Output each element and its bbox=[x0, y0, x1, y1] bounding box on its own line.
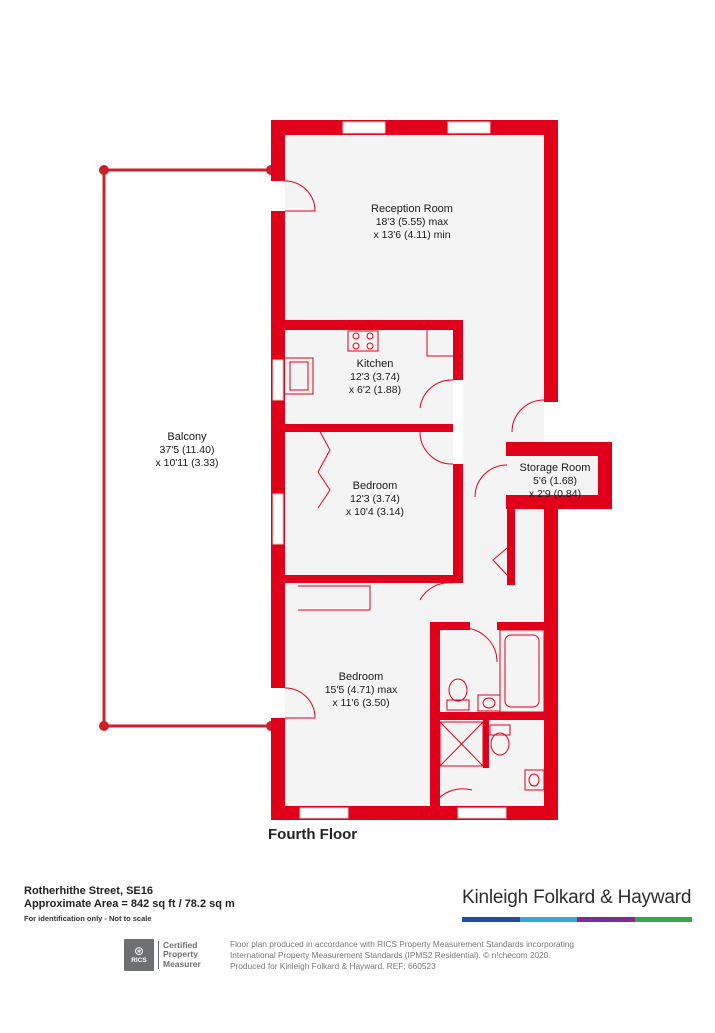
rics-caption: Certified Property Measurer bbox=[158, 939, 201, 970]
doors bbox=[271, 180, 558, 801]
note-line-3: Produced for Kinleigh Folkard & Hayward.… bbox=[230, 961, 436, 971]
rics-line-3: Measurer bbox=[163, 958, 201, 969]
bedroom1-name: Bedroom bbox=[353, 480, 398, 492]
disclaimer: For identification only - Not to scale bbox=[24, 914, 152, 923]
floor-fill bbox=[285, 135, 600, 807]
brand-color-bar bbox=[462, 917, 692, 922]
bedroom2-dim1: 15'5 (4.71) max bbox=[325, 684, 398, 696]
note-line-2: International Property Measurement Stand… bbox=[230, 950, 551, 960]
storage-room-dim1: 5'6 (1.68) bbox=[533, 475, 577, 487]
bedroom1-dim2: x 10'4 (3.14) bbox=[346, 506, 404, 518]
kitchen-name: Kitchen bbox=[357, 358, 394, 370]
balcony-name: Balcony bbox=[167, 431, 207, 443]
rics-logo: ⊛ RICS bbox=[124, 939, 154, 971]
reception-room-name: Reception Room bbox=[371, 203, 453, 215]
kitchen-dim2: x 6'2 (1.88) bbox=[349, 384, 401, 396]
rics-mark-icon: ⊛ bbox=[133, 944, 145, 958]
property-address: Rotherhithe Street, SE16 bbox=[24, 885, 153, 897]
brand-bar-segment bbox=[462, 917, 520, 922]
rics-word: RICS bbox=[131, 957, 147, 964]
brand-bar-segment bbox=[577, 917, 635, 922]
storage-room-name: Storage Room bbox=[520, 462, 591, 474]
rics-certified-badge: ⊛ RICS Certified Property Measurer bbox=[124, 938, 216, 972]
floor-title: Fourth Floor bbox=[268, 826, 358, 843]
brand-bar-segment bbox=[634, 917, 692, 922]
rics-line-2: Property bbox=[163, 949, 198, 960]
balcony-dim1: 37'5 (11.40) bbox=[160, 444, 215, 456]
reception-room-dim2: x 13'6 (4.11) min bbox=[373, 229, 450, 241]
approximate-area: Approximate Area = 842 sq ft / 78.2 sq m bbox=[24, 898, 235, 910]
bedroom1-dim1: 12'3 (3.74) bbox=[350, 493, 400, 505]
fixtures bbox=[285, 330, 545, 791]
measurement-notes: Floor plan produced in accordance with R… bbox=[230, 939, 574, 972]
kitchen-dim1: 12'3 (3.74) bbox=[350, 371, 400, 383]
reception-room-dim1: 18'3 (5.55) max bbox=[376, 216, 449, 228]
brand-bar-segment bbox=[519, 917, 577, 922]
note-line-1: Floor plan produced in accordance with R… bbox=[230, 939, 575, 949]
bedroom2-dim2: x 11'6 (3.50) bbox=[332, 697, 389, 709]
storage-room-dim2: x 2'9 (0.84) bbox=[529, 488, 581, 500]
windows bbox=[272, 121, 507, 819]
bedroom2-name: Bedroom bbox=[339, 671, 384, 683]
agent-brand-logo: Kinleigh Folkard & Hayward bbox=[462, 887, 692, 908]
rics-line-1: Certified bbox=[163, 939, 198, 950]
balcony-dim2: x 10'11 (3.33) bbox=[155, 457, 218, 469]
